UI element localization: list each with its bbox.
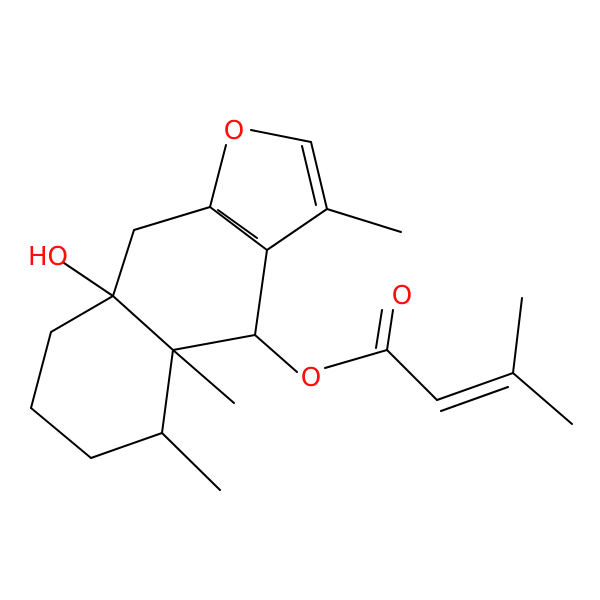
furan-c3a-c7a-double <box>217 209 258 239</box>
bonds-group <box>30 129 573 491</box>
furan-c7a-o-bond <box>209 144 227 208</box>
c8a-oh-bond <box>63 262 114 297</box>
carbonyl-c-o-double <box>375 309 383 349</box>
hydroxyl-label: HO <box>28 242 68 272</box>
furan-c3-c3a-bond <box>266 208 328 251</box>
ester-o-carbonyl-c-bond <box>324 349 388 369</box>
carbonyl-oxygen-label: O <box>392 281 412 311</box>
furan-c2-c3-bond <box>310 141 328 210</box>
alpha-beta-double-b <box>440 386 509 412</box>
beta-methyl-up-bond <box>512 297 523 374</box>
c3-methyl-bond <box>326 208 402 233</box>
furan-oxygen-label: O <box>224 116 244 146</box>
c8-c8a-bond <box>112 229 135 297</box>
c8a-c4a-bond <box>112 295 174 351</box>
c8b-c8c-bond <box>30 331 52 409</box>
c4a-c4-bond <box>172 334 256 351</box>
furan-o-c2-bond <box>250 129 312 143</box>
furan-c2-c3-double <box>301 145 317 206</box>
ester-oxygen-label: O <box>301 363 321 393</box>
beta-methyl-right-bond <box>512 372 573 425</box>
c7a-c8-bond <box>133 206 211 231</box>
c4-ester-o-bond <box>254 334 298 373</box>
carbonyl-c-o-bond <box>386 309 394 351</box>
carbonyl-c-alpha-bond <box>386 349 438 401</box>
c4a-methyl-bond <box>172 349 235 404</box>
c5-methyl-bond <box>161 432 221 491</box>
c8c-c8d-bond <box>30 407 92 459</box>
furan-c3a-c7a-bond <box>209 206 268 251</box>
atom-labels-group: O HO O O <box>28 116 412 393</box>
c8d-c5-bond <box>90 432 163 459</box>
c8a-c8b-bond <box>50 295 114 333</box>
c5-c4a-bond <box>161 349 174 434</box>
c4-c3a-bond <box>254 249 268 336</box>
alpha-beta-double-a <box>436 372 514 401</box>
